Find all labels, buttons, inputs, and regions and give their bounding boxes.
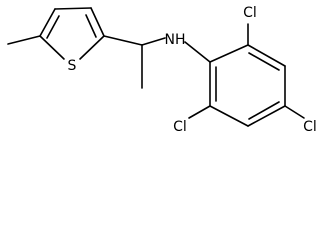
chain-bond-nh-ring	[184, 41, 211, 63]
chlorine-bond-bottom	[188, 105, 211, 119]
chain-bond-ring-ch	[103, 35, 143, 46]
phenyl-bond-2-inner	[248, 52, 280, 71]
methyl-bond	[7, 35, 41, 45]
sulfur-label: S	[68, 58, 77, 74]
thiophene-bond-s-c5	[39, 35, 65, 60]
phenyl-bond-5	[209, 105, 249, 127]
chlorine-right-label: Cl	[303, 119, 317, 135]
molecule-structure: S NH Cl Cl Cl	[7, 5, 317, 135]
thiophene-bond-c5-c4-inner	[46, 15, 60, 39]
chain-bond-ch-nh	[141, 37, 166, 46]
amine-label: NH	[165, 32, 186, 48]
phenyl-bond-4	[247, 105, 286, 127]
phenyl-bond-2	[247, 44, 286, 67]
thiophene-bond-c2-s	[79, 35, 105, 60]
thiophene-bond-c3-c2	[90, 7, 105, 37]
chlorine-bond-right	[284, 105, 305, 119]
phenyl-bond-4-inner	[248, 101, 280, 120]
thiophene-bond-c3-c2-inner	[85, 14, 97, 38]
thiophene-bond-c4-c3	[54, 7, 92, 10]
thiophene-bond-c5-c4	[39, 8, 56, 37]
chlorine-bottom-label: Cl	[173, 119, 187, 135]
phenyl-bond-1	[209, 44, 249, 63]
chlorine-top-label: Cl	[243, 5, 257, 21]
